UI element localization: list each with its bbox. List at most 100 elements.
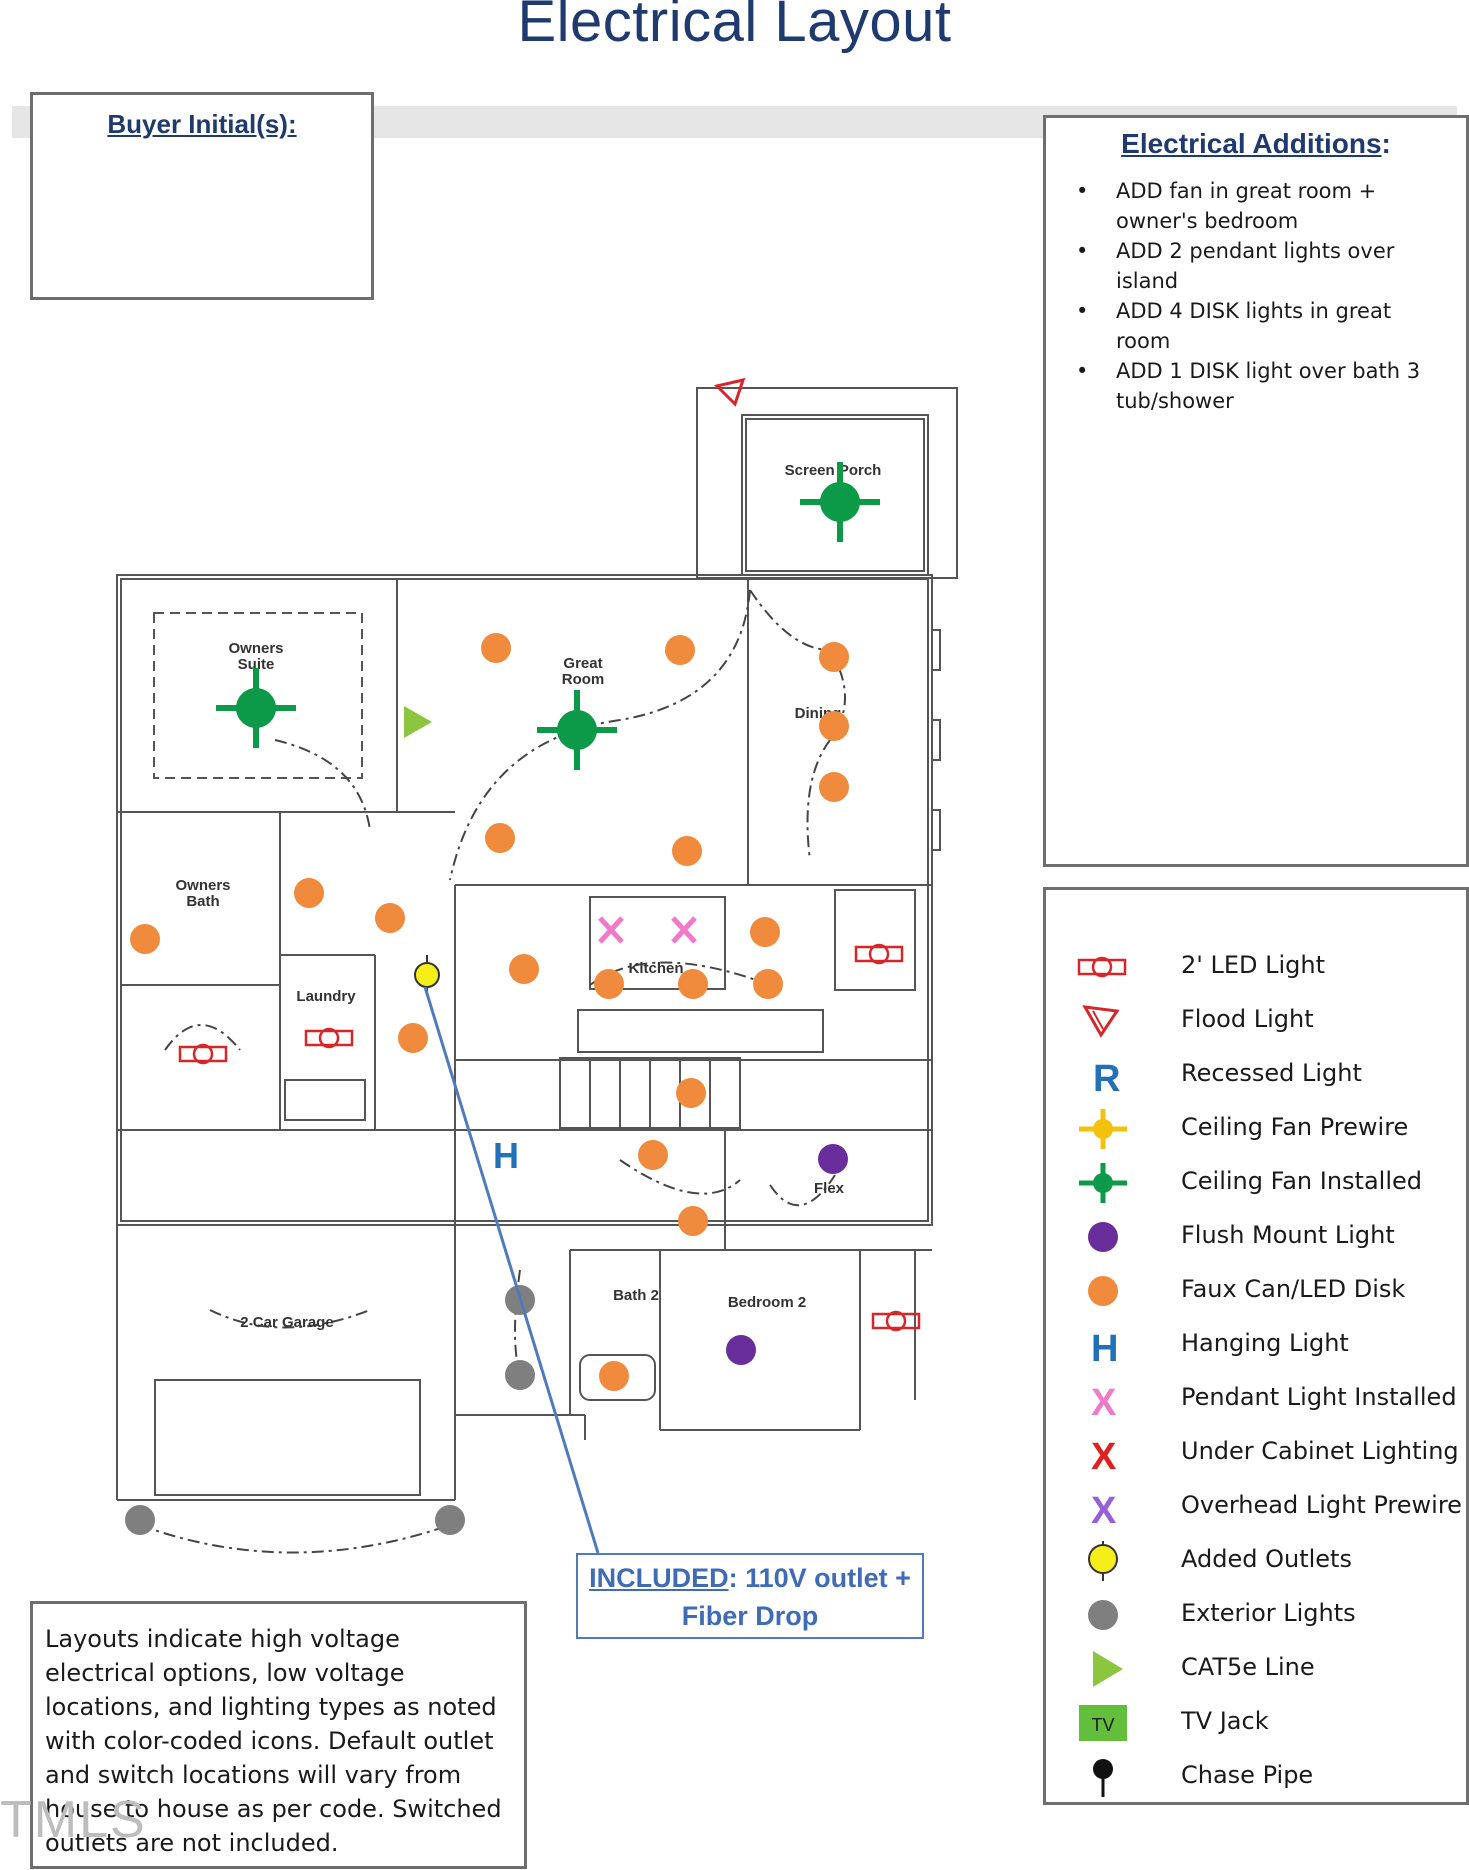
callout-text: : 110V outlet + Fiber Drop [681,1563,911,1631]
legend-row-recessed: R Recessed Light [1073,1055,1463,1095]
buyer-initials-box: Buyer Initial(s): [30,92,374,300]
list-item: • ADD 1 DISK light over bath 3 tub/shower [1066,356,1452,416]
recessed-glyph: R [1093,1058,1120,1095]
additions-title-text: Electrical Additions [1121,128,1382,159]
hanging-light-icon: H [1091,1328,1118,1365]
legend-label: Chase Pipe [1181,1761,1314,1789]
legend-label: Exterior Lights [1181,1599,1356,1627]
recessed-light-icon: R [1093,1058,1120,1095]
ceiling-fan-prewire-icon [1079,1109,1127,1149]
legend-label: Added Outlets [1181,1545,1352,1573]
legend-label: Ceiling Fan Prewire [1181,1113,1409,1141]
room-label-bath2: Bath 2 [613,1287,659,1304]
faux-can-icon [750,917,780,947]
faux-can-icon [819,772,849,802]
flush-mount-light-icon [818,1144,848,1174]
legend-label: Recessed Light [1181,1059,1362,1087]
led-light-icon [178,1043,228,1065]
overhead-glyph: X [1091,1490,1117,1527]
faux-can-icon [678,1206,708,1236]
legend-rows: 2' LED Light Flood Light R Recessed Ligh… [1043,887,1469,1805]
legend-label: Overhead Light Prewire [1181,1491,1462,1519]
legend-label: Flood Light [1181,1005,1314,1033]
exterior-light-icon [125,1505,155,1535]
faux-can-icon [672,836,702,866]
faux-can-icon [481,633,511,663]
led-light-icon [871,1310,921,1332]
exterior-light-icon [435,1505,465,1535]
addition-text: ADD fan in great room + owner's bedroom [1116,179,1377,233]
legend-box [1043,887,1469,1805]
page-title: Electrical Layout [517,0,952,54]
under-cabinet-glyph: X [1091,1436,1117,1473]
faux-can-icon [485,823,515,853]
legend-label: CAT5e Line [1181,1653,1315,1681]
legend-row-hanging: H Hanging Light [1073,1325,1463,1365]
ceiling-fan-installed-icon [216,668,296,748]
flood-light-icon [1082,1005,1120,1038]
faux-can-icon [819,711,849,741]
hanging-glyph: H [1091,1328,1118,1365]
pendant-light-icon [598,916,624,944]
plan-wiring [139,589,846,1554]
room-label-laundry: Laundry [296,988,356,1005]
list-item: •ADD 2 pendant lights over island [1066,236,1452,296]
faux-can-icon [753,969,783,999]
legend-row-overhead: X Overhead Light Prewire [1073,1487,1463,1527]
disclaimer-note-box: Layouts indicate high voltage electrical… [30,1601,527,1869]
faux-can-icon [676,1078,706,1108]
faux-can-icon [398,1023,428,1053]
pendant-glyph: X [1091,1382,1117,1419]
legend-label: Hanging Light [1181,1329,1349,1357]
ceiling-fan-installed-icon [800,462,880,542]
faux-can-icon [678,969,708,999]
callout-label: INCLUDED [589,1563,729,1593]
callout-leader-line [423,986,600,1554]
legend-label: Pendant Light Installed [1181,1383,1457,1411]
exterior-light-icon [1088,1600,1118,1630]
bullet: • [1076,299,1089,323]
led-light-icon [854,943,904,965]
flush-mount-light-icon [1088,1222,1118,1252]
list-item: •ADD 4 DISK lights in great room [1066,296,1452,356]
buyer-initials-title: Buyer Initial(s): [107,109,297,139]
faux-can-icon [819,642,849,672]
legend-row-cat5e: CAT5e Line [1073,1649,1463,1689]
pendant-light-icon [671,916,697,944]
exterior-light-icon [505,1360,535,1390]
overhead-prewire-icon: X [1091,1490,1117,1527]
faux-can-icon [1088,1276,1118,1306]
included-callout: INCLUDED: 110V outlet + Fiber Drop [576,1553,924,1639]
faux-can-icon [594,969,624,999]
legend-row-flush: Flush Mount Light [1073,1217,1463,1257]
chase-pipe-icon [1093,1759,1113,1797]
legend-row-outlets: Added Outlets [1073,1541,1463,1581]
tv-glyph: TV [1091,1715,1114,1735]
watermark: TMLS [0,1791,147,1849]
legend-row-pendant: X Pendant Light Installed [1073,1379,1463,1419]
added-outlet-icon [1088,1541,1118,1581]
legend-row-led: 2' LED Light [1073,947,1463,987]
legend-label: 2' LED Light [1181,951,1326,979]
legend-row-tv: TV TV Jack [1073,1703,1463,1743]
bullet: • [1076,359,1089,383]
flood-light-icon [714,377,746,407]
legend-row-fan-installed: Ceiling Fan Installed [1073,1163,1463,1203]
ceiling-fan-installed-icon [1079,1163,1127,1203]
plan-tray-ceilings [153,612,363,779]
room-label-garage: 2 Car Garage [240,1314,333,1331]
faux-can-icon [665,635,695,665]
pendant-light-icon: X [1091,1382,1117,1419]
legend-label: Faux Can/LED Disk [1181,1275,1406,1303]
cat5e-icon [1093,1651,1123,1687]
additions-title-colon: : [1381,128,1391,159]
cat5e-icon [404,706,432,738]
faux-can-icon [375,903,405,933]
legend-row-chase: Chase Pipe [1073,1757,1463,1797]
addition-text: ADD 1 DISK light over bath 3 tub/shower [1116,359,1421,413]
legend-row-under-cabinet: X Under Cabinet Lighting [1073,1433,1463,1473]
